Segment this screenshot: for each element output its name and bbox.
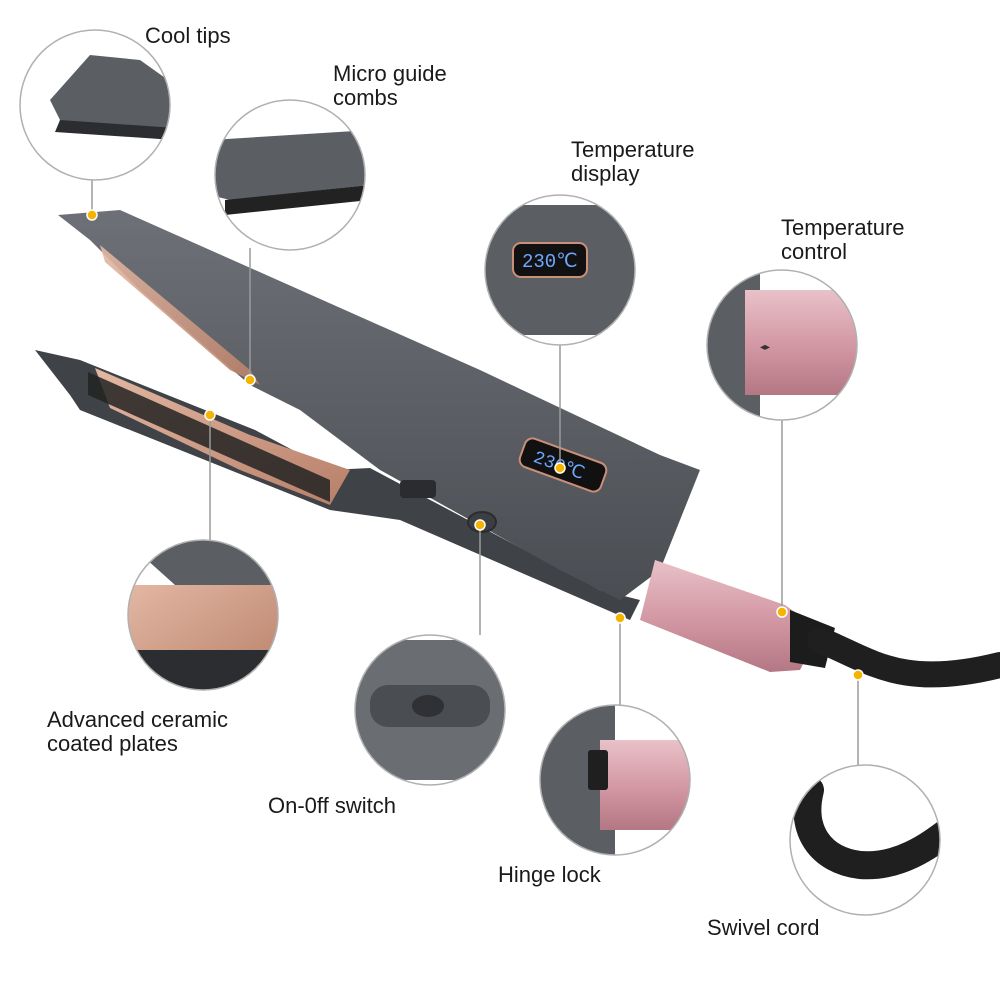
detail-ceramic-plates: [127, 539, 279, 691]
dot-cool-tips: [86, 209, 98, 221]
dot-hinge-lock: [614, 612, 626, 624]
detail-swivel-cord: [789, 764, 941, 916]
detail-temperature-control: ◂▸: [706, 269, 858, 421]
label-temperature-control: Temperature control: [781, 215, 905, 264]
detail-hinge-lock: [539, 704, 691, 856]
label-cool-tips: Cool tips: [145, 23, 231, 48]
detail-cool-tips: [19, 29, 171, 181]
dot-temperature-control: [776, 606, 788, 618]
dot-temperature-display: [554, 462, 566, 474]
detail-display-reading: 230℃: [522, 251, 578, 273]
label-micro-guide-combs: Micro guide combs: [333, 61, 447, 110]
dot-on-off-switch: [474, 519, 486, 531]
dot-swivel-cord: [852, 669, 864, 681]
callout-dots: [86, 209, 864, 681]
detail-on-off-switch: [354, 634, 506, 786]
leader-lines: [91, 180, 859, 765]
dot-micro-guide-combs: [244, 374, 256, 386]
svg-text:◂▸: ◂▸: [760, 342, 770, 353]
detail-temperature-display: 230℃: [484, 194, 636, 346]
label-temperature-display: Temperature display: [571, 137, 695, 186]
detail-micro-guide-combs: [214, 99, 366, 251]
label-ceramic-plates: Advanced ceramic coated plates: [47, 707, 228, 756]
label-on-off-switch: On-0ff switch: [268, 793, 396, 818]
label-swivel-cord: Swivel cord: [707, 915, 820, 940]
label-hinge-lock: Hinge lock: [498, 862, 601, 887]
dot-ceramic-plates: [204, 409, 216, 421]
